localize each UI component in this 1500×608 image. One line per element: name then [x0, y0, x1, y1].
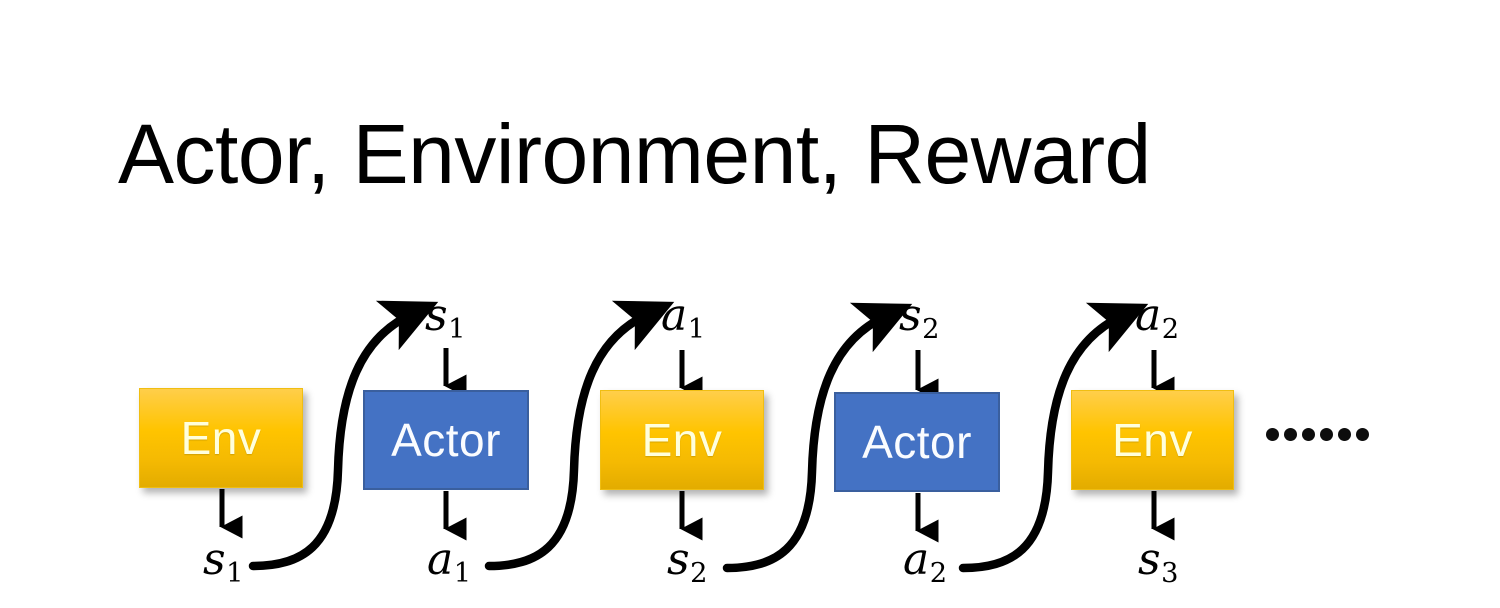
symbol-subscript: 1: [448, 313, 466, 345]
label-action-a1-bottom: a1: [427, 538, 471, 587]
node-label: Env: [641, 414, 723, 466]
continuation-dots: [1266, 428, 1369, 441]
symbol-subscript: 2: [922, 313, 940, 345]
dot: [1320, 428, 1333, 441]
node-label: Actor: [862, 416, 972, 468]
symbol-subscript: 2: [1161, 313, 1180, 345]
symbol-base: s: [203, 534, 226, 585]
symbol-base: s: [899, 290, 922, 341]
label-state-s2-top: s2: [899, 294, 939, 343]
down-arrows-out-of-boxes: [219, 489, 1175, 543]
symbol-base: a: [427, 534, 454, 585]
node-actor-1[interactable]: Actor: [363, 390, 529, 490]
node-actor-2[interactable]: Actor: [834, 392, 1000, 492]
node-label: Env: [180, 412, 262, 464]
symbol-subscript: 2: [929, 557, 948, 589]
node-label: Env: [1112, 414, 1193, 466]
symbol-base: s: [667, 534, 690, 585]
label-state-s1-bottom: s1: [203, 538, 243, 587]
label-state-s2-bottom: s2: [667, 538, 707, 587]
node-label: Actor: [391, 414, 501, 466]
dot: [1356, 428, 1369, 441]
dot: [1284, 428, 1297, 441]
label-action-a2-bottom: a2: [903, 538, 947, 587]
symbol-base: s: [425, 290, 448, 341]
down-arrows-into-boxes: [443, 348, 1175, 402]
node-env-1[interactable]: Env: [139, 388, 303, 488]
label-action-a2-top: a2: [1135, 294, 1179, 343]
symbol-subscript: 1: [687, 313, 706, 345]
label-state-s3-bottom: s3: [1138, 538, 1178, 587]
dot: [1338, 428, 1351, 441]
symbol-base: a: [661, 290, 688, 341]
page-title: Actor, Environment, Reward: [118, 107, 1151, 201]
symbol-subscript: 3: [1161, 557, 1179, 589]
symbol-base: a: [1135, 290, 1162, 341]
node-env-3[interactable]: Env: [1071, 390, 1234, 490]
symbol-subscript: 2: [690, 557, 708, 589]
symbol-base: a: [903, 534, 930, 585]
symbol-subscript: 1: [226, 557, 244, 589]
dot: [1302, 428, 1315, 441]
label-action-a1-top: a1: [661, 294, 705, 343]
dot: [1266, 428, 1279, 441]
label-state-s1-top: s1: [425, 294, 465, 343]
symbol-base: s: [1138, 534, 1161, 585]
node-env-2[interactable]: Env: [600, 390, 764, 490]
symbol-subscript: 1: [453, 557, 472, 589]
